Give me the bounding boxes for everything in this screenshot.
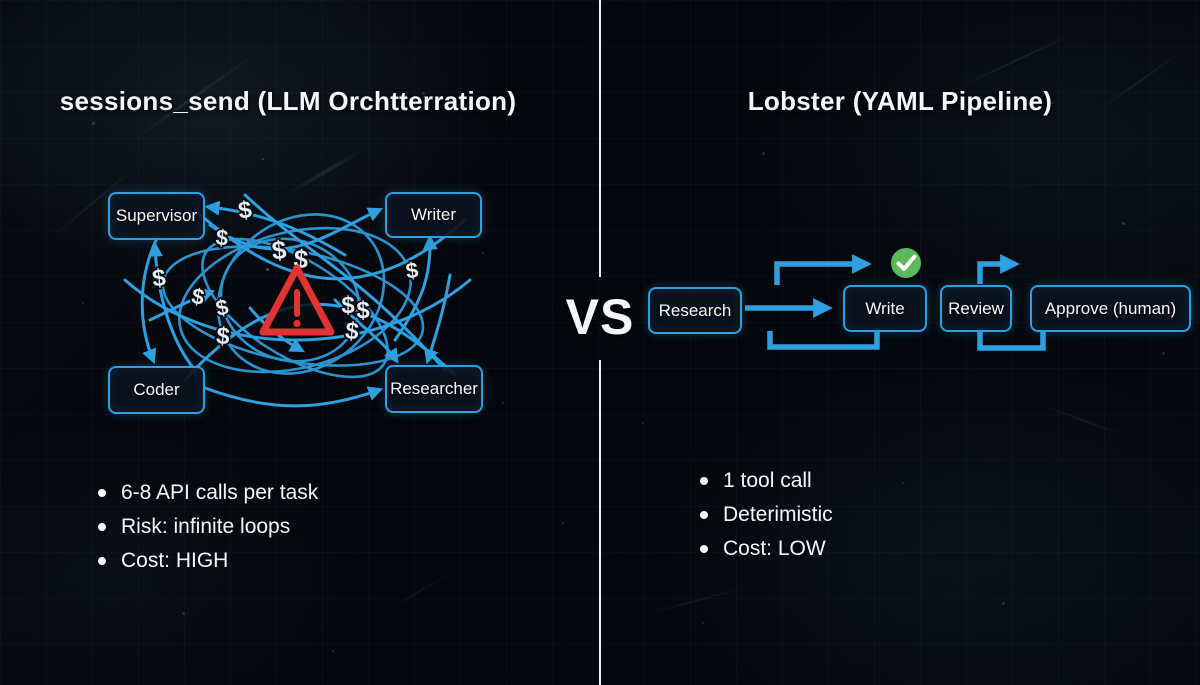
svg-text:$: $ [215, 322, 231, 350]
svg-text:$: $ [237, 196, 255, 225]
node-supervisor: Supervisor [108, 192, 205, 240]
check-circle-icon [891, 248, 921, 278]
vertical-divider-bottom [599, 360, 601, 685]
bullet-dot [98, 523, 106, 531]
right-panel-title: Lobster (YAML Pipeline) [747, 86, 1053, 116]
left-panel-title: sessions_send (LLM Orchtterration) [59, 86, 517, 116]
right-bullet-cost: Cost: LOW [700, 532, 833, 566]
node-coder: Coder [108, 366, 205, 414]
bullet-dot [700, 511, 708, 519]
bullet-dot [700, 545, 708, 553]
pipeline-arrows-graphic [745, 248, 1046, 351]
left-bullet-list: 6-8 API calls per task Risk: infinite lo… [98, 476, 318, 578]
left-bullet-risk: Risk: infinite loops [98, 510, 318, 544]
left-bullet-api-calls: 6-8 API calls per task [98, 476, 318, 510]
node-approve-human: Approve (human) [1030, 285, 1191, 332]
svg-text:$: $ [214, 294, 231, 321]
node-review: Review [940, 285, 1012, 332]
node-researcher: Researcher [385, 365, 483, 413]
node-write: Write [843, 285, 927, 332]
right-bullet-deterministic: Deterimistic [700, 498, 833, 532]
bullet-dot [98, 489, 106, 497]
vertical-divider-top [599, 0, 601, 277]
svg-text:$: $ [356, 297, 370, 324]
warning-triangle-icon [259, 264, 335, 336]
right-bullet-list: 1 tool call Deterimistic Cost: LOW [700, 464, 833, 566]
svg-text:$: $ [344, 317, 361, 345]
tangled-arrows-graphic: $ $ $ $ $ $ $ $ $ $ $ $ [123, 193, 472, 408]
svg-text:$: $ [215, 224, 230, 250]
right-bullet-tool-call: 1 tool call [700, 464, 833, 498]
chaotic-arrow-paths [123, 193, 472, 408]
node-research: Research [648, 287, 742, 334]
node-writer: Writer [385, 192, 482, 238]
svg-text:$: $ [341, 292, 355, 319]
vs-label: VS [565, 289, 635, 345]
svg-text:$: $ [270, 234, 288, 265]
bullet-dot [98, 557, 106, 565]
pipeline-connectors [745, 254, 1046, 351]
svg-text:$: $ [151, 264, 168, 292]
bullet-dot [700, 477, 708, 485]
svg-text:$: $ [404, 257, 420, 283]
left-bullet-cost: Cost: HIGH [98, 544, 318, 578]
